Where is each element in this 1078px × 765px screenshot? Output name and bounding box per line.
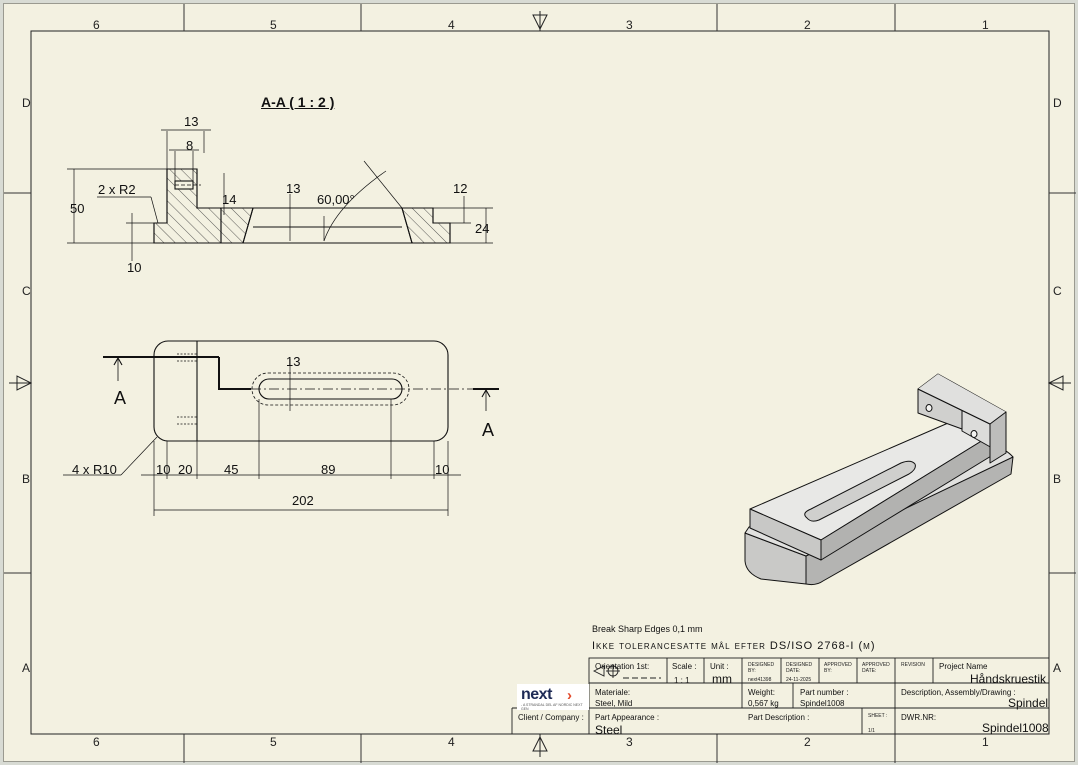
section-view-title: A-A ( 1 : 2 ) bbox=[261, 94, 335, 110]
dim-10-left: 10 bbox=[156, 462, 171, 477]
note-tolerance: Ikke tolerancesatte mål efter DS/ISO 276… bbox=[592, 640, 876, 652]
dim-10-right: 10 bbox=[435, 462, 450, 477]
zone-left-a: A bbox=[22, 661, 31, 675]
dim-45: 45 bbox=[224, 462, 239, 477]
tb-orientation-label: Orientation 1st: bbox=[595, 662, 650, 671]
dim-8: 8 bbox=[186, 138, 194, 153]
zone-top-4: 4 bbox=[448, 18, 455, 32]
tb-designed-by-label: DESIGNED BY: bbox=[748, 662, 775, 674]
iso-base-front bbox=[744, 532, 807, 585]
isometric-view bbox=[744, 373, 1014, 586]
iso-slot bbox=[804, 460, 916, 522]
logo-tagline: - A STRANDAL DEL AF NORDIC NEXT GEN bbox=[521, 703, 583, 711]
zone-right-d: D bbox=[1053, 96, 1062, 110]
zone-bottom-5: 5 bbox=[270, 735, 277, 749]
dim-angle-60: 60,00° bbox=[317, 192, 355, 207]
dim-13-slot: 13 bbox=[286, 354, 301, 369]
zone-left-d: D bbox=[22, 96, 31, 110]
zone-bottom-3: 3 bbox=[626, 735, 633, 749]
tb-part-number-label: Part number : bbox=[800, 688, 849, 697]
zone-right-b: B bbox=[1053, 472, 1062, 486]
dim-10-section: 10 bbox=[127, 260, 142, 275]
zone-top-1: 1 bbox=[982, 18, 989, 32]
title-block bbox=[511, 657, 1050, 735]
tb-project-name-label: Project Name bbox=[939, 662, 988, 671]
dim-13-top: 13 bbox=[184, 114, 199, 129]
zone-bottom-6: 6 bbox=[93, 735, 100, 749]
zone-bottom-1: 1 bbox=[982, 735, 989, 749]
tb-scale-label: Scale : bbox=[672, 662, 697, 671]
zone-right-c: C bbox=[1053, 284, 1062, 298]
zone-top-3: 3 bbox=[626, 18, 633, 32]
drawing-border bbox=[30, 30, 1050, 735]
logo-arrow-icon: › bbox=[567, 687, 572, 704]
dim-89: 89 bbox=[321, 462, 336, 477]
tb-scale-value: 1 : 1 bbox=[674, 676, 690, 685]
tb-appearance-value: Steel bbox=[595, 723, 623, 737]
zone-left-c: C bbox=[22, 284, 31, 298]
dim-2xr2: 2 x R2 bbox=[98, 182, 136, 197]
zone-top-2: 2 bbox=[804, 18, 811, 32]
zone-bottom-2: 2 bbox=[804, 735, 811, 749]
logo-word: next bbox=[521, 686, 552, 703]
tb-designed-by-value: next41398 bbox=[748, 677, 772, 683]
tb-sheet-value: 1/1 bbox=[868, 728, 875, 734]
tb-unit-value: mm bbox=[712, 672, 732, 686]
tb-part-number-value: Spindel1008 bbox=[800, 699, 845, 708]
zone-ticks bbox=[4, 4, 1076, 763]
tb-project-name-value: Håndskruestik bbox=[970, 672, 1047, 686]
tb-material-value: Steel, Mild bbox=[595, 699, 633, 708]
tb-appearance-label: Part Appearance : bbox=[595, 713, 660, 722]
dim-50: 50 bbox=[70, 201, 85, 216]
tb-approved-by-label: APPROVED BY: bbox=[824, 662, 852, 674]
company-logo: next › - A STRANDAL DEL AF NORDIC NEXT G… bbox=[517, 684, 589, 711]
tb-unit-label: Unit : bbox=[710, 662, 729, 671]
tb-material-label: Materiale: bbox=[595, 688, 631, 697]
tb-description-value: Spindel bbox=[1008, 696, 1049, 710]
zone-right-a: A bbox=[1053, 661, 1062, 675]
dim-12: 12 bbox=[453, 181, 468, 196]
tb-dwr-label: DWR.NR: bbox=[901, 713, 937, 722]
section-marker-right: A bbox=[482, 420, 495, 440]
dim-202: 202 bbox=[292, 493, 314, 508]
zone-top-6: 6 bbox=[93, 18, 100, 32]
section-view bbox=[67, 129, 493, 261]
center-marks bbox=[9, 11, 1071, 757]
zone-top-5: 5 bbox=[270, 18, 277, 32]
drawing-canvas bbox=[4, 4, 1076, 763]
note-break-edges: Break Sharp Edges 0,1 mm bbox=[592, 624, 703, 634]
dim-14: 14 bbox=[222, 192, 237, 207]
tb-part-description-label: Part Description : bbox=[748, 713, 810, 722]
tb-weight-value: 0,567 kg bbox=[748, 699, 779, 708]
dim-13-mid: 13 bbox=[286, 181, 301, 196]
tb-description-label: Description, Assembly/Drawing : bbox=[901, 688, 1016, 697]
dim-20: 20 bbox=[178, 462, 193, 477]
zone-left-b: B bbox=[22, 472, 31, 486]
zone-bottom-4: 4 bbox=[448, 735, 455, 749]
tb-revision-label: REVISION bbox=[901, 662, 925, 668]
tb-dwr-value: Spindel1008 bbox=[982, 721, 1049, 735]
tb-approved-date-label: APPROVED DATE: bbox=[862, 662, 890, 674]
section-hatch-left bbox=[153, 168, 222, 244]
dim-24: 24 bbox=[475, 221, 490, 236]
iso-upright-side bbox=[918, 374, 1006, 456]
tb-weight-label: Weight: bbox=[748, 688, 775, 697]
drawing-sheet: 6 5 4 3 2 1 6 5 4 3 2 1 D C B A D C B A … bbox=[3, 3, 1076, 763]
tb-sheet-label: SHEET : bbox=[868, 713, 888, 719]
tb-designed-date-value: 24-11-2025 bbox=[786, 677, 812, 683]
tb-client-label: Client / Company : bbox=[518, 713, 584, 722]
tb-designed-date-label: DESIGNED DATE: bbox=[786, 662, 813, 674]
section-marker-left: A bbox=[114, 388, 127, 408]
plan-view bbox=[63, 340, 499, 516]
section-hatch-right bbox=[401, 207, 451, 244]
dim-4xr10: 4 x R10 bbox=[72, 462, 117, 477]
